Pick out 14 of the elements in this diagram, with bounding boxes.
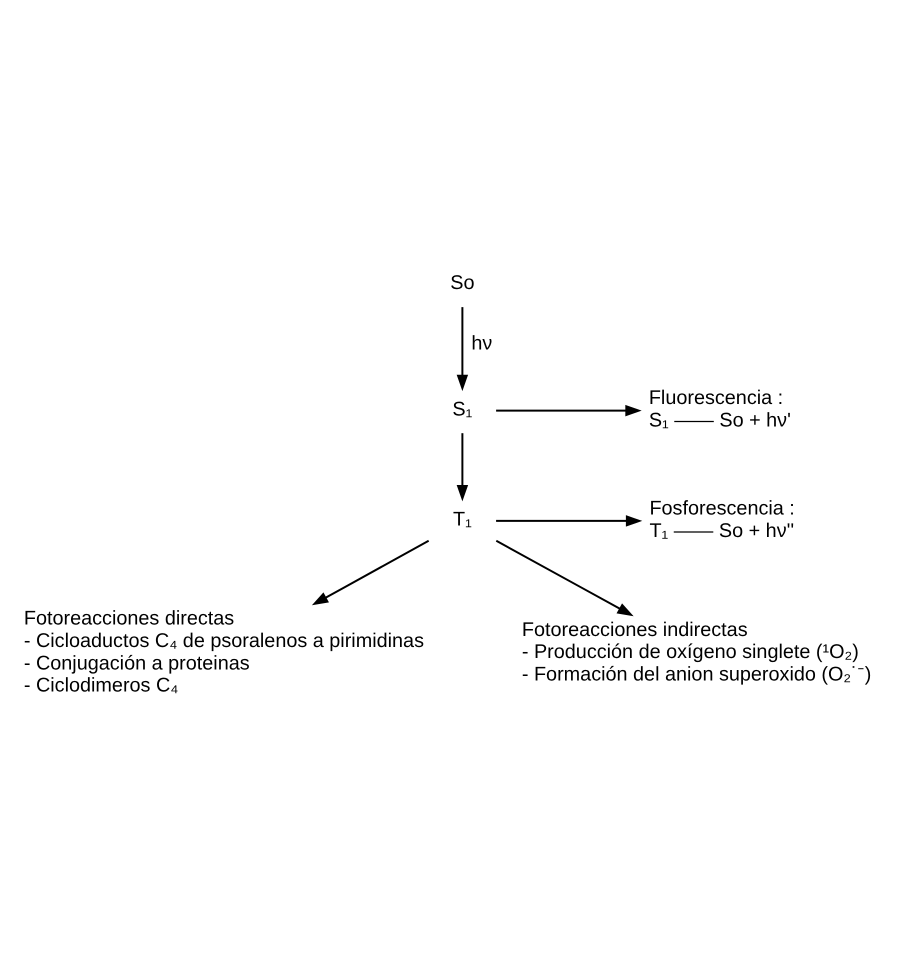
arrow <box>496 404 642 416</box>
node-text: Fotoreacciones directas - Cicloaductos C₄ de psoralenos a pirimidinas - Conjugación a proteinas - Ciclodimeros C₄ <box>23 607 424 696</box>
arrow <box>496 514 642 526</box>
node-text: T₁ <box>452 508 472 530</box>
arrow <box>456 432 468 501</box>
node-text: Fosforescencia : T₁ —— So + hν'' <box>648 496 794 542</box>
node-text: S₁ <box>452 398 472 420</box>
arrow <box>311 539 429 605</box>
arrow <box>495 539 634 616</box>
edge-label: hν <box>470 332 492 354</box>
node-text: Fotoreacciones indirectas - Producción de oxígeno singlete (¹O₂) - Formación del anion superoxido (O₂˙⁻) <box>521 618 871 685</box>
arrow <box>456 306 468 391</box>
node-text: Fluorescencia : S₁ —— So + hν' <box>648 386 790 432</box>
node-text: So <box>450 272 474 294</box>
